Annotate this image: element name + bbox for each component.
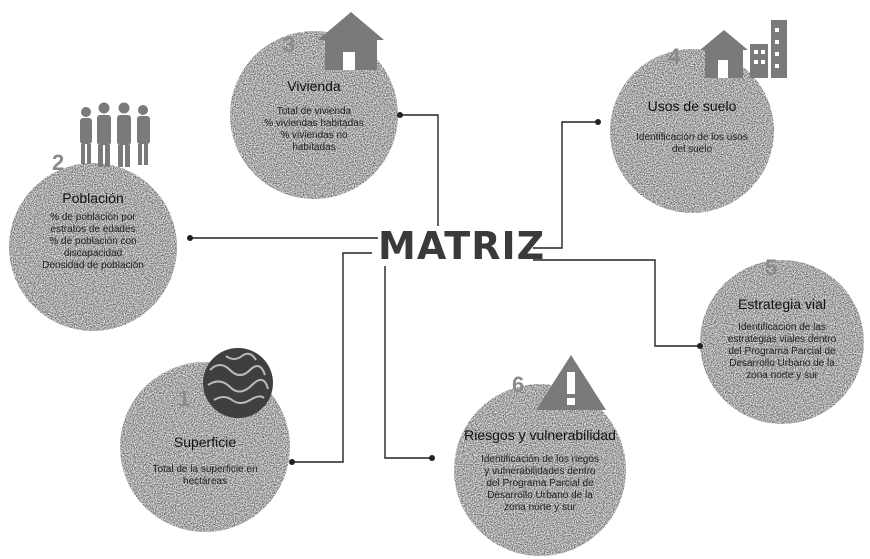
node-desc-vivienda: Total de vivienda % viviendas habitadas … [234, 106, 394, 154]
desc-line: discapacidad [63, 248, 123, 259]
connectors [190, 114, 700, 463]
desc-line: hectáreas [183, 476, 227, 487]
desc-line: zona norte y sur [504, 502, 576, 513]
node-number: 6 [512, 372, 525, 397]
node-number: 4 [668, 44, 681, 69]
center-label: MATRIZ [378, 224, 546, 268]
desc-line: del suelo [671, 144, 713, 155]
node-desc-usos-suelo: Identificación de los usos del suelo [612, 132, 772, 156]
connector-estrategia-vial [533, 259, 700, 347]
desc-line: % de población por [50, 212, 136, 223]
connector-dots [187, 112, 703, 465]
desc-line: Desarrollo Urbano de la [487, 490, 593, 501]
connector-usos-suelo [533, 121, 598, 249]
node-desc-riesgos: Identificación de los riegos y vulnerabi… [460, 454, 620, 514]
desc-line: Densidad de población [42, 260, 144, 271]
node-title-riesgos: Riesgos y vulnerabilidad [464, 427, 616, 443]
node-desc-estrategia-vial: Identificación de las estrategias viales… [702, 322, 862, 382]
desc-line: Identificación de las [738, 322, 826, 333]
desc-line: % viviendas no [280, 130, 348, 141]
desc-line: estratos de edades [50, 224, 136, 235]
desc-line: y vulnerabilidades dentro [484, 466, 596, 477]
node-desc-superficie: Total de la superficie en hectáreas [125, 464, 285, 488]
people-icon [80, 102, 150, 167]
node-number: 5 [765, 255, 778, 280]
house-icon [318, 12, 384, 70]
connector-riesgos [384, 266, 432, 459]
buildings-icon [700, 20, 787, 78]
node-number: 3 [283, 32, 296, 57]
node-title-usos-suelo: Usos de suelo [647, 98, 737, 114]
terrain-icon [203, 348, 273, 418]
node-number: 1 [178, 386, 191, 411]
desc-line: estrategias viales dentro [727, 334, 837, 345]
desc-line: % de población con [49, 236, 137, 247]
node-desc-poblacion: % de población por estratos de edades % … [13, 212, 173, 272]
desc-line: Identificación de los riegos [481, 454, 599, 465]
desc-line: zona norte y sur [746, 370, 818, 381]
desc-line: Identificación de los usos [636, 132, 748, 143]
node-number: 2 [52, 150, 65, 175]
desc-line: Desarrollo Urbano de la [729, 358, 835, 369]
desc-line: habitadas [292, 142, 336, 153]
connector-vivienda [400, 114, 439, 226]
warning-icon [536, 355, 606, 410]
desc-line: Total de vivienda [276, 106, 352, 117]
connector-superficie [292, 252, 372, 463]
desc-line: del Programa Parcial de [728, 346, 836, 357]
node-title-poblacion: Población [62, 190, 124, 206]
node-title-estrategia-vial: Estrategia vial [738, 296, 826, 312]
node-title-vivienda: Vivienda [287, 78, 341, 94]
desc-line: Total de la superficie en [152, 464, 258, 475]
desc-line: % viviendas habitadas [264, 118, 364, 129]
node-title-superficie: Superficie [173, 434, 237, 450]
desc-line: del Programa Parcial de [486, 478, 594, 489]
